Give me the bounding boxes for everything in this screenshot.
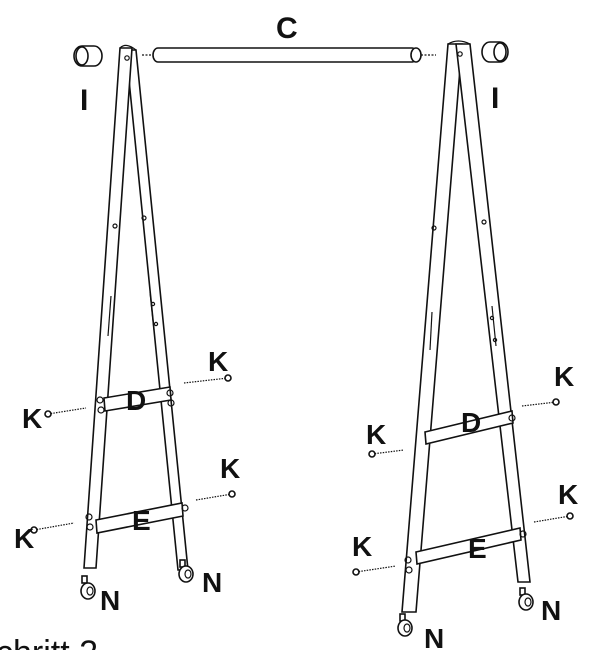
label-screw-right-2: K	[554, 361, 574, 392]
screw-left-1	[44, 407, 87, 418]
label-screw-left-1: K	[22, 403, 42, 434]
screw-left-2	[183, 374, 232, 384]
label-crossbar-e-left: E	[132, 505, 151, 536]
step-caption: chritt 2	[0, 634, 98, 650]
end-cap-left	[73, 45, 103, 67]
label-screw-left-4: K	[220, 453, 240, 484]
screw-right-1	[368, 449, 405, 458]
screw-right-3	[352, 565, 397, 576]
rod-end	[410, 47, 422, 63]
hanging-rod	[142, 47, 436, 63]
screw-right-4	[533, 512, 574, 523]
crossbar-d-right	[424, 410, 514, 445]
label-wheel-right-2: N	[541, 595, 561, 626]
rod-c	[152, 47, 418, 63]
crossbar-e-left	[95, 502, 184, 534]
wheel-right-2	[518, 587, 534, 611]
label-cap-right: I	[491, 82, 499, 115]
right-frame	[401, 40, 531, 613]
label-crossbar-d-left: D	[126, 385, 146, 416]
label-screw-right-4: K	[558, 479, 578, 510]
wheel-left-2	[178, 559, 194, 583]
crossbar-e-right	[415, 527, 522, 565]
screw-right-2	[521, 398, 560, 407]
end-cap-right	[481, 41, 509, 63]
label-wheel-left-2: N	[202, 567, 222, 598]
label-wheel-left-1: N	[100, 585, 120, 616]
label-cap-left: I	[80, 84, 88, 117]
left-frame	[83, 44, 189, 571]
wheel-right-1	[397, 613, 413, 637]
label-crossbar-d-right: D	[461, 407, 481, 438]
screw-left-3	[30, 522, 75, 534]
label-screw-left-3: K	[14, 523, 34, 554]
screw-left-4	[195, 490, 236, 501]
label-crossbar-e-right: E	[468, 533, 487, 564]
label-screw-left-2: K	[208, 346, 228, 377]
wheel-left-1	[80, 575, 96, 600]
label-screw-right-3: K	[352, 531, 372, 562]
label-screw-right-1: K	[366, 419, 386, 450]
label-rod-c: C	[276, 12, 298, 45]
label-wheel-right-1: N	[424, 623, 444, 650]
